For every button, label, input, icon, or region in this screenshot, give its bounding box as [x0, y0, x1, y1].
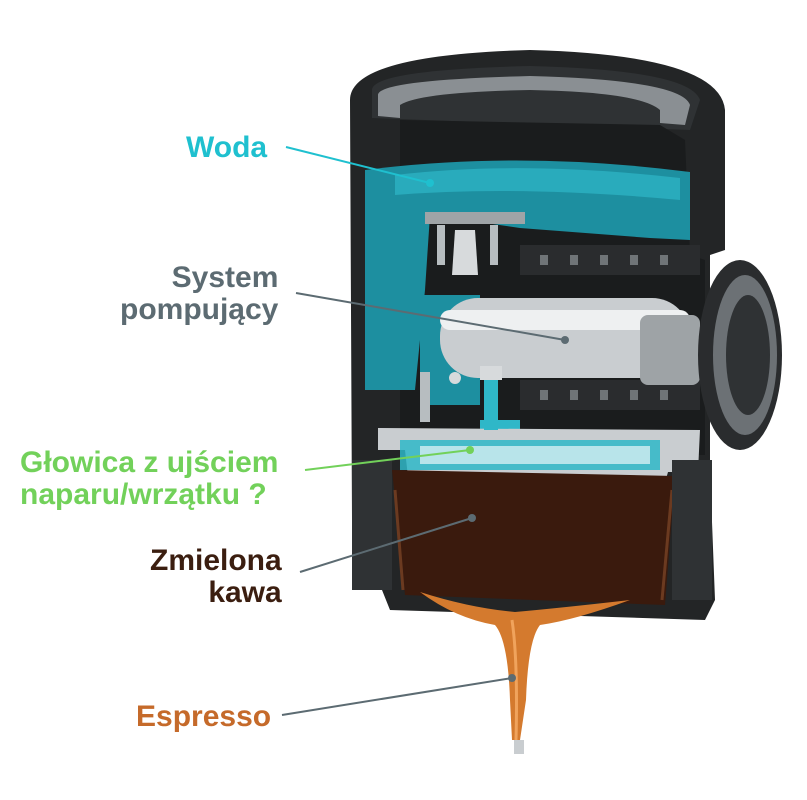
label-woda: Woda	[186, 132, 267, 164]
label-system-line1: System	[171, 261, 279, 294]
label-kawa-line1: Zmielona	[150, 544, 282, 577]
label-system: System pompujący	[120, 262, 278, 326]
label-espresso: Espresso	[136, 701, 271, 733]
leader-glowica	[304, 449, 471, 471]
leader-espresso	[281, 677, 513, 716]
leader-lines	[281, 146, 569, 716]
leader-system	[295, 292, 566, 341]
leader-kawa	[299, 517, 473, 573]
label-kawa: Zmielona kawa	[150, 545, 282, 609]
label-kawa-line2: kawa	[208, 576, 282, 609]
label-glowica-line1: Głowica z ujściem	[20, 446, 279, 479]
label-woda-text: Woda	[186, 131, 268, 164]
espresso-stream	[420, 592, 630, 754]
leader-woda	[285, 146, 431, 184]
ground-coffee	[352, 460, 712, 605]
label-glowica: Głowica z ujściem naparu/wrzątku ?	[20, 447, 278, 511]
label-system-line2: pompujący	[120, 293, 279, 326]
label-glowica-line2: naparu/wrzątku ?	[20, 478, 267, 511]
label-espresso-text: Espresso	[136, 700, 272, 733]
